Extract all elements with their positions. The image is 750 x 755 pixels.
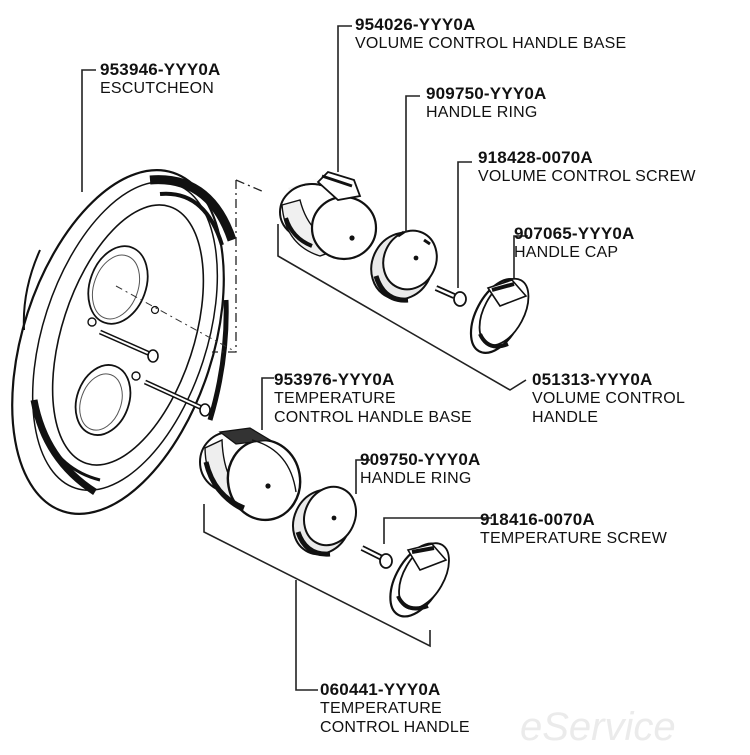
label-volume-handle: 051313-YYY0A VOLUME CONTROL HANDLE: [532, 370, 685, 427]
label-handle-cap: 907065-YYY0A HANDLE CAP: [514, 224, 635, 262]
part-number: 909750-YYY0A: [426, 84, 547, 103]
part-name: HANDLE RING: [360, 470, 472, 487]
part-number: 918416-0070A: [480, 510, 595, 529]
part-name-line-1: VOLUME CONTROL: [532, 390, 686, 407]
label-volume-screw: 918428-0070A VOLUME CONTROL SCREW: [478, 148, 696, 186]
handle-cap-part: [469, 277, 530, 354]
part-number: 953976-YYY0A: [274, 370, 395, 389]
label-escutcheon: 953946-YYY0A ESCUTCHEON: [100, 60, 221, 98]
part-name-line-2: CONTROL HANDLE BASE: [274, 409, 472, 426]
part-name: VOLUME CONTROL SCREW: [478, 168, 696, 185]
label-temp-handle: 060441-YYY0A TEMPERATURE CONTROL HANDLE: [320, 680, 470, 737]
leader-lines: [81, 25, 528, 691]
part-number: 909750-YYY0A: [360, 450, 481, 469]
part-name-line-2: CONTROL HANDLE: [320, 719, 470, 736]
part-name: VOLUME CONTROL HANDLE BASE: [355, 35, 627, 52]
label-handle-ring-top: 909750-YYY0A HANDLE RING: [426, 84, 547, 122]
part-name: HANDLE CAP: [514, 244, 619, 261]
temp-handle-part: [389, 542, 450, 618]
handle-ring-top-part: [370, 229, 438, 303]
label-temp-base: 953976-YYY0A TEMPERATURE CONTROL HANDLE …: [274, 370, 472, 427]
part-number: 051313-YYY0A: [532, 370, 653, 389]
part-name-line-1: TEMPERATURE: [274, 390, 396, 407]
watermark: eService: [520, 705, 676, 749]
escutcheon-part: [11, 169, 237, 515]
part-number: 918428-0070A: [478, 148, 593, 167]
part-name: ESCUTCHEON: [100, 80, 215, 97]
axis-line: [115, 285, 237, 353]
temp-base-part: [199, 427, 302, 522]
escutcheon-screws: [98, 329, 211, 417]
volume-screw-part: [434, 285, 467, 307]
label-temp-screw: 918416-0070A TEMPERATURE SCREW: [480, 510, 667, 548]
part-name: TEMPERATURE SCREW: [480, 530, 668, 547]
part-name: HANDLE RING: [426, 104, 538, 121]
part-name-line-1: TEMPERATURE: [320, 700, 442, 717]
part-number: 954026-YYY0A: [355, 15, 476, 34]
handle-ring-bottom-part: [292, 485, 357, 557]
volume-base-part: [279, 170, 378, 261]
part-number: 907065-YYY0A: [514, 224, 635, 243]
part-number: 953946-YYY0A: [100, 60, 221, 79]
temp-screw-part: [360, 545, 393, 569]
part-name-line-2: HANDLE: [532, 409, 599, 426]
part-number: 060441-YYY0A: [320, 680, 441, 699]
label-handle-ring-bottom: 909750-YYY0A HANDLE RING: [360, 450, 481, 488]
label-volume-base: 954026-YYY0A VOLUME CONTROL HANDLE BASE: [355, 15, 626, 53]
